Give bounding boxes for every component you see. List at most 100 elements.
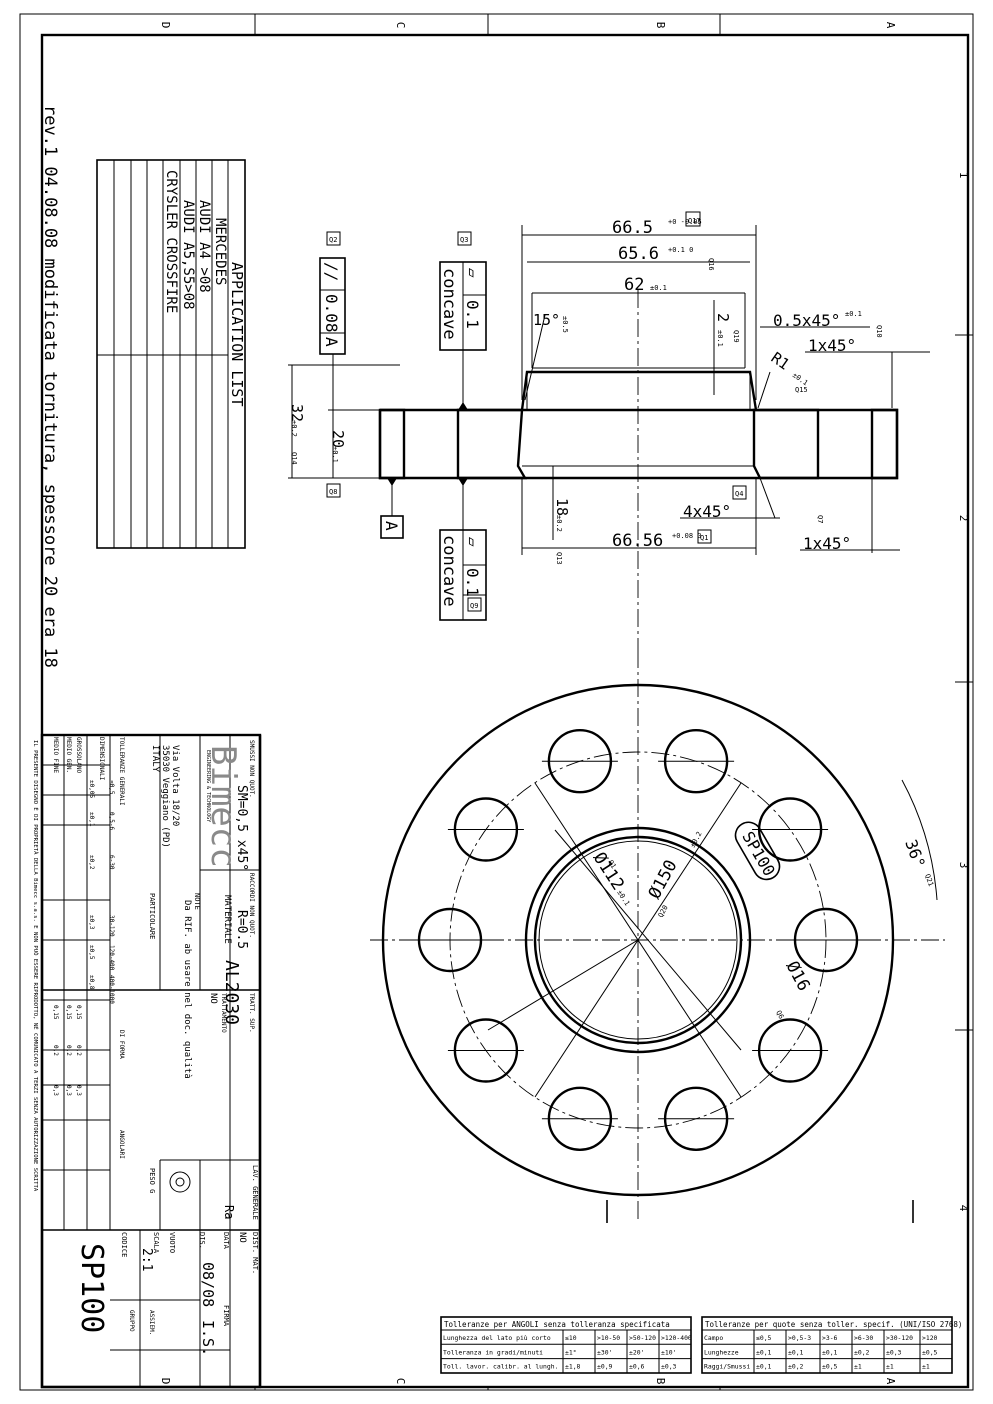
zone-letter-top-c: C: [394, 22, 407, 29]
note-q2: Q2: [329, 236, 337, 244]
tol-column-header: 0,5-6: [108, 812, 115, 830]
zone-letter-top-b: B: [654, 22, 667, 29]
tol-row-angolari: ANGOLARI: [118, 1130, 125, 1159]
tolerance-table-cell: ±0,2: [854, 1348, 870, 1356]
tol-radius: ±0.1: [791, 371, 809, 387]
precision-value: 0,15: [65, 1005, 72, 1020]
gdt-flatness-symbol-bottom: ▱: [463, 537, 482, 547]
zone-letter-top-a: A: [884, 22, 897, 29]
zone-number-1: 1: [957, 172, 970, 179]
tol-thickness-32: ±0.2: [290, 420, 298, 437]
tol-column-value: ±0,5: [88, 945, 95, 960]
hub-outline: [520, 370, 758, 411]
trattamento-label: TRATTAMENTO: [220, 993, 227, 1033]
gdt-flatness-tolerance-bottom: 0.1: [463, 568, 482, 597]
application-list-title: APPLICATION LIST: [228, 262, 246, 407]
company-address: 35030 Veggiano (PD): [160, 745, 170, 848]
gdt-parallel-tolerance: 0.08: [322, 294, 341, 333]
tol-column-header: 120-400: [108, 945, 115, 971]
zone-number-2: 2: [957, 515, 970, 522]
tol-column-header: 400-1000: [108, 975, 115, 1004]
tolerance-table-cell: ±0,2: [788, 1363, 804, 1371]
note-q21: Q21: [923, 873, 935, 888]
tol-angle-15: ±0.5: [561, 316, 569, 333]
front-view: 36° Q21 Ø150 ±0.2 Q20 Ø112 ±0.1 Q1 Ø16 Q…: [370, 650, 945, 1223]
tolerance-table-cell: ±0,9: [597, 1363, 613, 1371]
note-q13: Q13: [555, 552, 563, 565]
raccordi-value: R=0.5: [234, 910, 249, 949]
tolerance-table-cell: ≤10: [565, 1334, 577, 1342]
vuoto-label: VUOTO: [168, 1232, 176, 1253]
distinta-label: DIST. MAT.: [251, 1232, 259, 1274]
tolerance-table-cell: Toll. lavor. calibr. al lungh.: [443, 1363, 558, 1371]
revision-note: rev.1 04.08.08 modificata tornitura, spe…: [40, 105, 60, 668]
zone-letter-top-d: D: [159, 22, 172, 29]
tolerance-table-cell: ±0,1: [756, 1363, 772, 1371]
tolerance-table-cell: >120-400: [661, 1334, 692, 1342]
note-value: Da RIF. ab usare nel doc. qualità: [182, 900, 192, 1079]
tolerance-table-cell: Lunghezza del lato più corto: [443, 1334, 551, 1342]
application-item: CRYSLER CROSSFIRE: [163, 170, 179, 313]
tolerance-table-cell: >10-50: [597, 1334, 620, 1342]
zone-ticks: [254, 14, 973, 1390]
dim-chamfer-1-bottom: 1x45°: [803, 534, 851, 553]
zone-number-4: 4: [957, 1205, 970, 1212]
tolerance-table-cell: ≤0,5: [756, 1334, 772, 1342]
note-q3: Q3: [460, 236, 468, 244]
data-value: 08/08: [199, 1262, 217, 1307]
tol-thickness-20: ±0.1: [331, 446, 339, 463]
tol-column-value: ±0,3: [88, 915, 95, 930]
tolerance-table-cell: ±0,6: [629, 1363, 645, 1371]
tolerance-table-cell: ±1: [854, 1363, 862, 1371]
scala-value: 2:1: [139, 1248, 154, 1271]
dim-chamfer-1-top: 1x45°: [808, 336, 856, 355]
company-address: ITALY: [150, 745, 160, 773]
trattamento-superficiale-label: TRATT. SUP.: [248, 993, 255, 1033]
tol-chamfer-0-5: ±0.1: [845, 310, 862, 318]
tolerance-table-cell: ±1: [922, 1363, 930, 1371]
note-q15: Q15: [795, 386, 808, 394]
copyright-notice: IL PRESENTE DISEGNO È DI PROPRIETÀ DELLA…: [32, 740, 40, 1192]
note-q8: Q8: [329, 488, 337, 496]
note-q4: Q4: [735, 490, 743, 498]
tolerance-table-cell: >3-6: [822, 1334, 838, 1342]
inner-border: [40, 33, 970, 1389]
gdt-flatness-symbol-top: ▱: [463, 268, 482, 278]
linear-tolerance-table: Tolleranze per quote senza toller. speci…: [702, 1320, 962, 1373]
zone-letter-bottom-c: C: [394, 1378, 407, 1385]
angle-36-arc: [901, 779, 938, 901]
codice-label: CODICE: [120, 1232, 128, 1257]
tol-18: ±0.2: [555, 515, 563, 532]
tol-66-56: +0.08 0: [672, 532, 702, 540]
hatched-section-left-inner: [456, 408, 528, 480]
tolerance-table-cell: ±20': [629, 1348, 644, 1356]
tolerance-table-cell: Tolleranza in gradi/minuti: [443, 1348, 543, 1356]
precision-value: 0,15: [52, 1005, 59, 1020]
dim-thickness-20: 20: [329, 430, 347, 448]
note-q16: Q16: [707, 258, 715, 271]
tolerance-table-cell: >30-120: [886, 1334, 913, 1342]
tolerance-table-cell: Raggi/Smussi: [704, 1363, 750, 1371]
application-list: APPLICATION LIST MERCEDES AUDI A4 >08 AU…: [96, 159, 246, 549]
note-q1: Q1: [606, 859, 617, 870]
tolerance-table-cell: ±0,3: [661, 1363, 677, 1371]
company-subtitle: ENGINEERING & TECHNOLOGY: [205, 750, 211, 822]
hatched-section-right-outer: [870, 408, 899, 480]
firma-value: I.S.: [199, 1320, 217, 1356]
gdt-parallel-symbol: //: [322, 262, 341, 281]
tolerance-table-cell: ±1: [886, 1363, 894, 1371]
tol-column-header: ≤0,5: [108, 780, 115, 795]
materiale-label: MATERIALE: [222, 895, 232, 944]
zone-number-3: 3: [957, 862, 970, 869]
precision-value: 0,3: [65, 1085, 72, 1096]
note-q20: Q20: [657, 904, 670, 919]
lavorazione-generale-label: LAV. GENERALE: [251, 1165, 259, 1220]
tolerance-table-cell: Campo: [704, 1334, 723, 1342]
raccordi-label: RACCORDI NON QUOT.: [248, 873, 255, 938]
dim-2: 2: [714, 313, 732, 322]
tolerance-table-cell: ±0,1: [756, 1348, 772, 1356]
company-logo: Bimecc: [203, 745, 243, 868]
outer-border: [19, 13, 974, 1391]
note-q7: Q7: [816, 515, 824, 523]
